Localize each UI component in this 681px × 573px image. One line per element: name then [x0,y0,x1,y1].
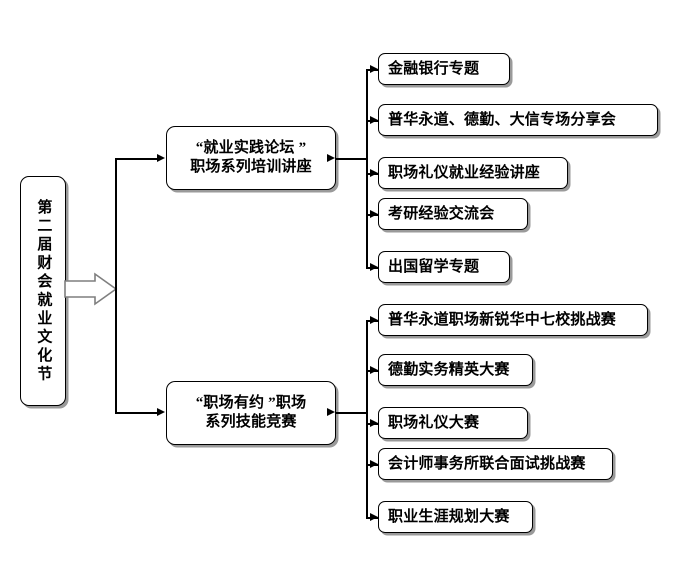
arrowhead-into-forum-node [327,154,335,162]
branch-node-forum[interactable]: “就业实践论坛 ” 职场系列培训讲座 [166,126,336,190]
forum-subtrunk-vertical-line [366,69,368,268]
arrowhead-forum-leaf-4 [370,210,378,218]
leaf-node-contest-5[interactable]: 职业生涯规划大赛 [378,501,533,533]
arrowhead-contest-leaf-2 [370,366,378,374]
branch-node-contest-line2: 系列技能竞赛 [205,414,297,430]
branch-node-forum-line2: 职场系列培训讲座 [190,159,312,175]
block-arrow-root-to-branches [64,272,118,306]
leaf-node-contest-2[interactable]: 德勤实务精英大赛 [378,354,533,386]
leaf-node-forum-4[interactable]: 考研经验交流会 [378,198,528,230]
arrowhead-contest-leaf-5 [370,513,378,521]
arrowhead-contest-leaf-1 [370,316,378,324]
leaf-node-contest-3[interactable]: 职场礼仪大赛 [378,407,528,439]
leaf-node-contest-4[interactable]: 会计师事务所联合面试挑战赛 [378,448,613,480]
branch-node-forum-line1: “就业实践论坛 ” [195,140,307,157]
leaf-node-forum-1[interactable]: 金融银行专题 [378,53,510,85]
arrowhead-forum-leaf-1 [370,65,378,73]
leaf-node-forum-2[interactable]: 普华永道、德勤、大信专场分享会 [378,104,658,136]
arrowhead-into-contest-node [327,408,335,416]
arrowhead-contest-branch [157,408,165,416]
contest-feed-line [336,412,367,414]
trunk-branch-line-contest [115,412,160,414]
leaf-node-forum-5[interactable]: 出国留学专题 [378,251,510,283]
forum-feed-line [336,158,367,160]
branch-node-contest-line1: “职场有约 ”职场 [195,395,307,412]
root-node-festival[interactable]: 第二届财会就业文化节 [20,176,66,406]
trunk-branch-line-forum [115,158,160,160]
arrowhead-forum-leaf-2 [370,116,378,124]
trunk-vertical-line [115,158,117,413]
branch-node-contest[interactable]: “职场有约 ”职场 系列技能竞赛 [166,381,336,445]
leaf-node-forum-3[interactable]: 职场礼仪就业经验讲座 [378,157,568,189]
contest-subtrunk-vertical-line [366,320,368,518]
leaf-node-contest-1[interactable]: 普华永道职场新锐华中七校挑战赛 [378,304,648,336]
arrowhead-forum-leaf-5 [370,263,378,271]
arrowhead-forum-leaf-3 [370,169,378,177]
arrowhead-forum-branch [157,154,165,162]
arrowhead-contest-leaf-3 [370,419,378,427]
arrowhead-contest-leaf-4 [370,460,378,468]
